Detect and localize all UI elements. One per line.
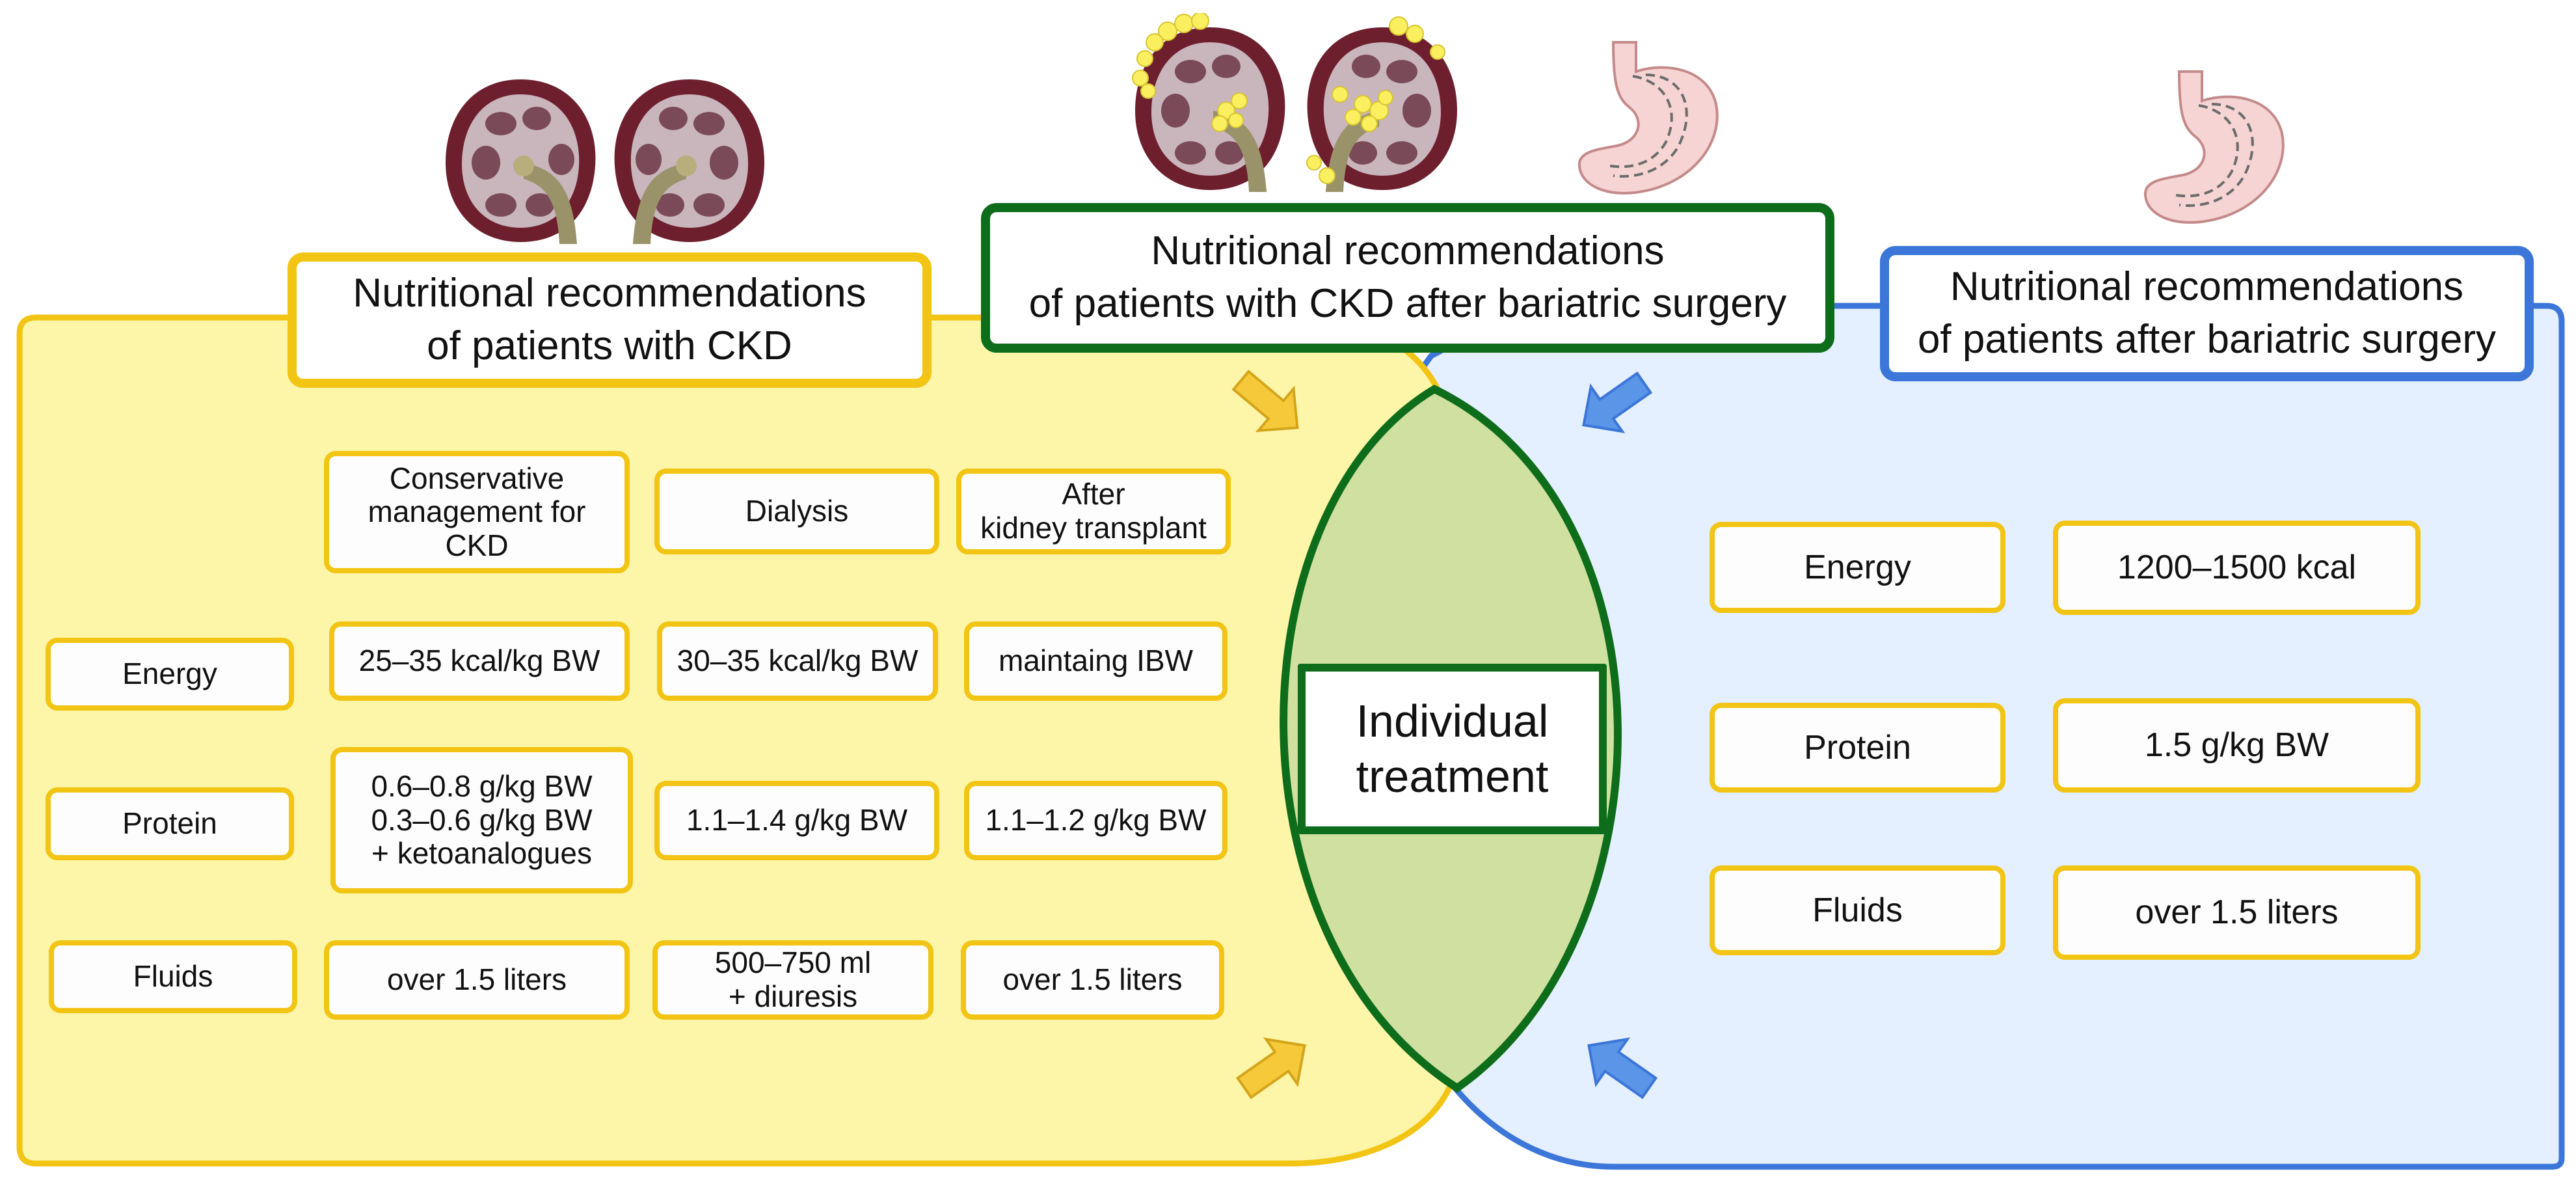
individual-treatment-box: Individual treatment <box>1298 664 1607 834</box>
ckd-row-label-protein: Protein <box>46 787 294 860</box>
bariatric-fluids-value: over 1.5 liters <box>2053 865 2421 960</box>
arrow-icon <box>1235 1037 1306 1100</box>
stomach-icon <box>2143 70 2285 224</box>
bariatric-row-label-protein: Protein <box>1710 703 2006 793</box>
ckd-row-label-energy: Energy <box>46 638 294 711</box>
kidney-icon <box>446 79 596 244</box>
ckd-fluids-conservative: over 1.5 liters <box>324 940 630 1020</box>
ckd-region <box>16 314 1501 1167</box>
ckd-row-label-fluids: Fluids <box>49 940 297 1013</box>
ckd-protein-conservative: 0.6–0.8 g/kg BW 0.3–0.6 g/kg BW + ketoan… <box>330 747 633 893</box>
ckd-energy-conservative: 25–35 kcal/kg BW <box>329 621 630 701</box>
bariatric-protein-value: 1.5 g/kg BW <box>2053 698 2421 793</box>
combined-header: Nutritional recommendations of patients … <box>981 203 1834 353</box>
arrow-icon <box>1587 1037 1658 1100</box>
bariatric-row-label-energy: Energy <box>1710 522 2006 613</box>
column-header-dialysis: Dialysis <box>654 469 939 554</box>
ckd-header: Nutritional recommendations of patients … <box>288 252 932 388</box>
ckd-protein-dialysis: 1.1–1.4 g/kg BW <box>654 781 939 860</box>
arrow-icon <box>1231 370 1299 433</box>
kidney-icon <box>614 79 764 244</box>
ckd-energy-dialysis: 30–35 kcal/kg BW <box>657 621 938 701</box>
arrow-icon <box>1582 371 1653 433</box>
column-header-transplant: After kidney transplant <box>956 469 1231 554</box>
ckd-energy-transplant: maintaing IBW <box>964 621 1228 701</box>
kidney-with-fat-icon <box>1132 13 1285 192</box>
kidney-with-fat-icon <box>1306 16 1457 192</box>
ckd-fluids-dialysis: 500–750 ml + diuresis <box>652 940 933 1020</box>
ckd-protein-transplant: 1.1–1.2 g/kg BW <box>964 781 1228 860</box>
ckd-fluids-transplant: over 1.5 liters <box>961 940 1224 1020</box>
bariatric-row-label-fluids: Fluids <box>1710 865 2006 955</box>
bariatric-energy-value: 1200–1500 kcal <box>2053 521 2421 615</box>
column-header-conservative: Conservative management for CKD <box>324 451 630 573</box>
bariatric-header: Nutritional recommendations of patients … <box>1880 246 2534 381</box>
stomach-icon <box>1577 41 1719 195</box>
